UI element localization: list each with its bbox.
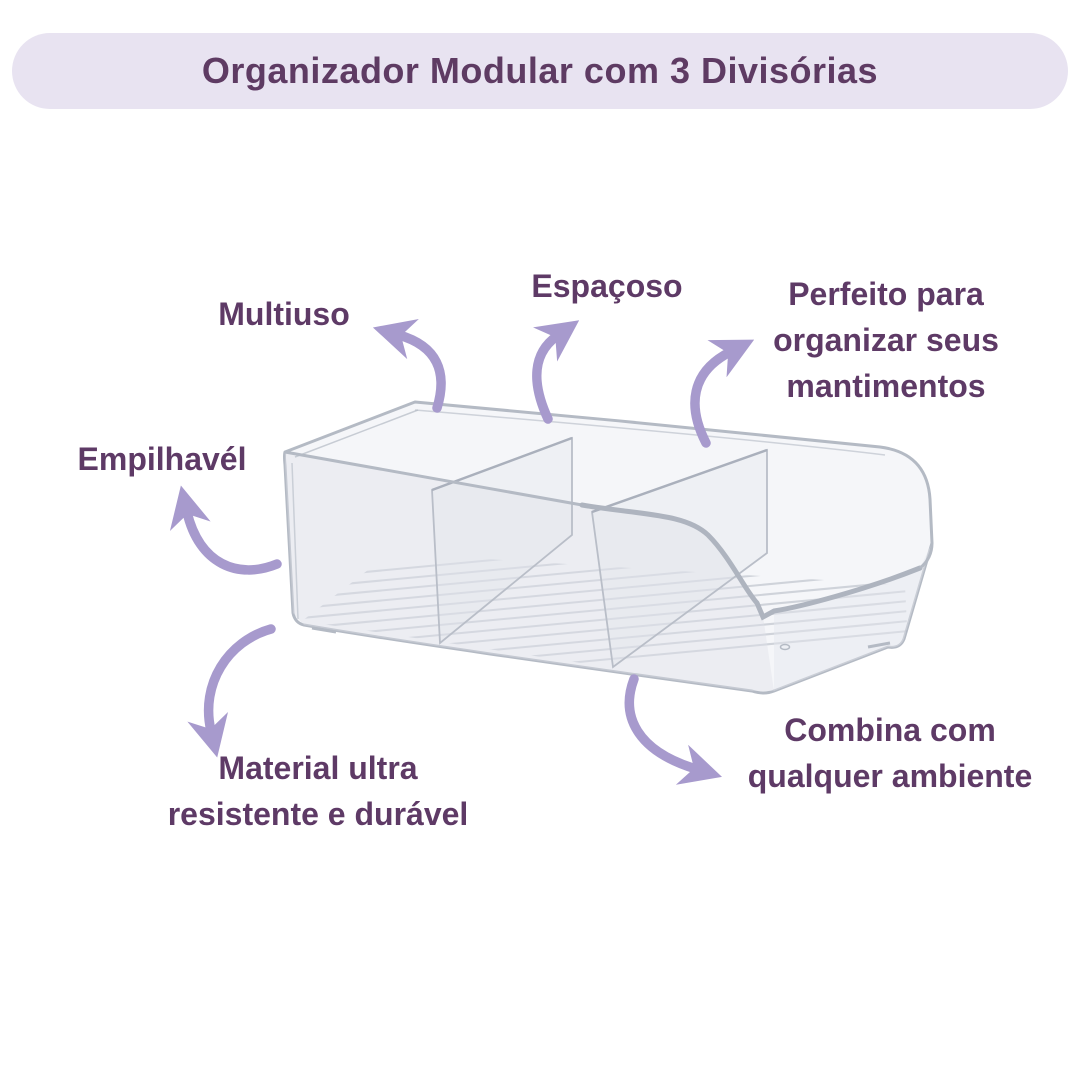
callout-multiuso-line: Multiuso: [218, 296, 350, 332]
callout-espacoso: Espaçoso: [457, 263, 757, 309]
bin-foot-left: [311, 626, 337, 634]
scoop-edge: [579, 502, 923, 621]
callout-perfeito-line-3: mantimentos: [786, 368, 986, 404]
left-wall-inner-edge: [291, 462, 299, 620]
bin-front-wall: [285, 452, 774, 691]
callout-combina-line-1: Combina com: [784, 712, 996, 748]
bin-hole: [779, 643, 791, 651]
callout-material-line-1: Material ultra: [218, 750, 418, 786]
callout-material-line-2: resistente e durável: [167, 796, 469, 832]
divider-2-top-edge: [591, 448, 768, 514]
back-rim-inner-line: [414, 409, 886, 456]
callout-perfeito-line-2: organizar seus: [773, 322, 999, 358]
product-illustration: [283, 400, 934, 695]
right-rim-edge: [919, 542, 934, 570]
callout-combina: Combina com qualquer ambiente: [720, 707, 1060, 799]
rim-inner-line: [294, 409, 419, 458]
callout-material: Material ultra resistente e durável: [138, 745, 498, 837]
callout-combina-line-2: qualquer ambiente: [747, 758, 1033, 794]
callout-perfeito-line-1: Perfeito para: [788, 276, 984, 312]
callout-multiuso: Multiuso: [134, 291, 434, 337]
callout-empilhavel-line: Empilhavél: [77, 441, 247, 477]
title-banner: Organizador Modular com 3 Divisórias: [12, 33, 1068, 109]
page-title: Organizador Modular com 3 Divisórias: [201, 50, 879, 91]
callout-espacoso-line: Espaçoso: [531, 268, 683, 304]
front-rim: [284, 450, 583, 507]
bin-foot-right: [867, 641, 891, 649]
callout-perfeito: Perfeito para organizar seus mantimentos: [736, 271, 1036, 409]
callout-empilhavel: Empilhavél: [12, 436, 312, 482]
bin-outline: [283, 400, 934, 695]
